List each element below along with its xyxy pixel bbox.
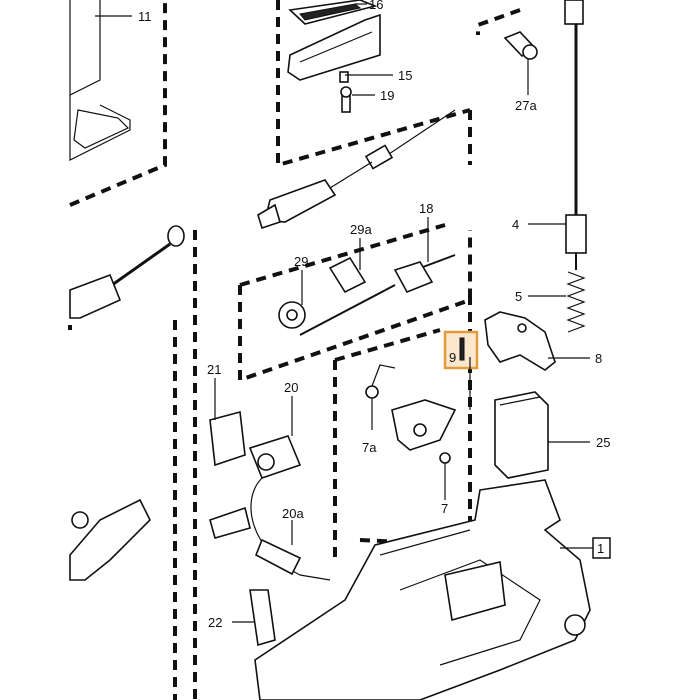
shift-cable-upper: [257, 109, 456, 230]
part-20-actuator: [248, 435, 302, 480]
left-lower-fragment: [69, 498, 151, 581]
label-27a: 27a: [515, 98, 537, 113]
part-7-pin: [439, 452, 451, 464]
part-21-clip: [209, 410, 246, 467]
label-9: 9: [449, 350, 456, 365]
left-cable: [69, 225, 185, 319]
part-9-highlight: [443, 330, 479, 370]
label-29a: 29a: [350, 222, 372, 237]
part-22-bracket: [249, 589, 276, 647]
part-7a-spring: [365, 364, 396, 399]
label-25: 25: [596, 435, 610, 450]
label-19: 19: [380, 88, 394, 103]
label-8: 8: [595, 351, 602, 366]
part-20a-connector: [254, 538, 302, 576]
label-5: 5: [515, 289, 522, 304]
part-27a-bolt: [503, 31, 538, 60]
label-11: 11: [138, 9, 152, 24]
part-11-housing: [69, 0, 131, 161]
part-labels: 11 16 15 19 27a 18 29a 29 4 5 9 8 21 20 …: [138, 0, 610, 630]
label-20: 20: [284, 380, 298, 395]
wiring-harness: [209, 477, 331, 581]
label-18: 18: [419, 201, 433, 216]
label-20a: 20a: [282, 506, 304, 521]
label-21: 21: [207, 362, 221, 377]
label-7: 7: [441, 501, 448, 516]
label-15: 15: [398, 68, 412, 83]
part-29a-clip: [328, 256, 367, 294]
part-8-bracket: [484, 311, 556, 371]
leader-lines: [95, 3, 593, 623]
part-4-selector-rod: [564, 0, 587, 270]
label-1: 1: [597, 541, 604, 556]
part-29-bushing: [278, 301, 306, 329]
label-4: 4: [512, 217, 519, 232]
part-16: [288, 0, 378, 25]
part-5-spring: [566, 271, 586, 333]
part-25-control-module: [494, 391, 549, 479]
label-16: 16: [369, 0, 383, 12]
part-19: [340, 86, 352, 113]
part-18: [299, 254, 456, 336]
part-1-main-housing: [254, 479, 591, 700]
part-9-lever: [391, 399, 457, 451]
label-7a: 7a: [362, 440, 377, 455]
part-15: [287, 13, 381, 83]
label-22: 22: [208, 615, 222, 630]
label-29: 29: [294, 254, 308, 269]
